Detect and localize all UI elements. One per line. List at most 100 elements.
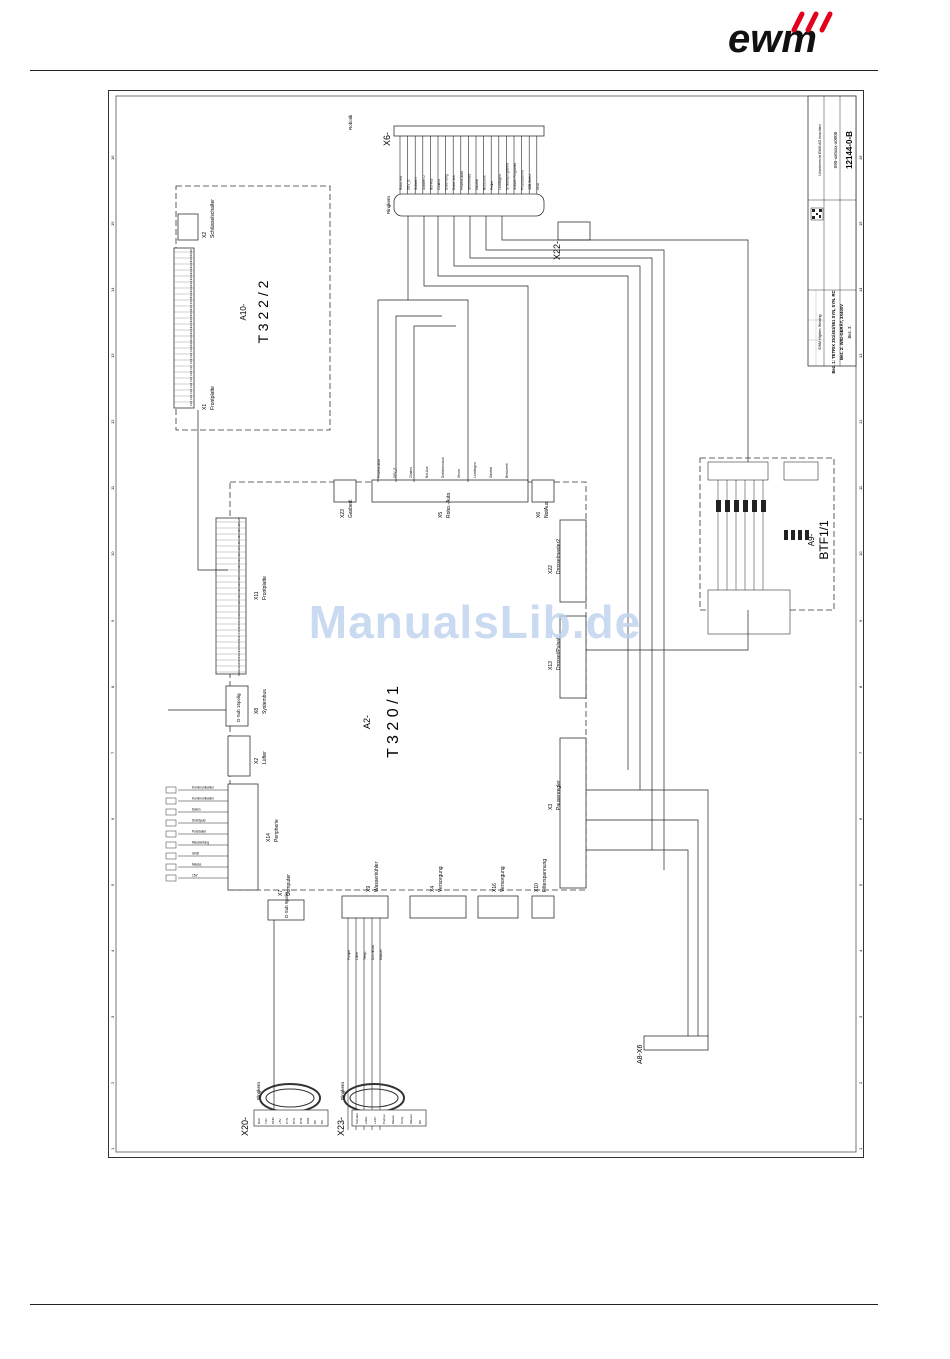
a9-diode xyxy=(784,530,788,540)
x22-label: Drosselmaster2 xyxy=(556,539,562,574)
x1-pin-label: X1/10 xyxy=(189,345,193,352)
x20-pin-label: RxD xyxy=(257,1117,261,1124)
x23-pin-label: Masse xyxy=(391,1115,395,1124)
x23b-ref: X23- xyxy=(336,1117,346,1136)
x11-pin-label: X11/8 xyxy=(237,627,241,634)
x8-ref: X8 xyxy=(254,708,260,714)
x23-pin-label: Temp. xyxy=(400,1116,404,1124)
a9-resistor xyxy=(725,500,730,512)
x6-signal-label: JOB-Select xyxy=(528,174,532,190)
x8-dsub: D-Sub 15polig xyxy=(236,693,241,722)
x20-pin-label: RTS xyxy=(292,1118,296,1124)
x1-pin-label: X1/8 xyxy=(189,358,193,364)
x16-connector xyxy=(477,895,519,919)
x11-pin-label: X11/18 xyxy=(237,565,241,574)
x6-signal-label: GND xyxy=(536,182,540,190)
wire-run xyxy=(586,610,749,651)
sheet-inner-frame xyxy=(115,95,857,1153)
x1-pin-label: X1/20 xyxy=(189,285,193,292)
x14-signal-label: Kommunikation xyxy=(192,786,214,790)
wire-run xyxy=(501,216,749,462)
model-line-2: Bez. 2: WIG-GERÄT, 3X400V xyxy=(839,304,844,360)
x8-systembus xyxy=(225,685,249,727)
x1-pin-label: X1/18 xyxy=(189,297,193,304)
x1-pin-label: X1/3 xyxy=(189,388,193,394)
grid-col-10: 10 xyxy=(110,551,115,556)
x20-ref: X20- xyxy=(240,1117,250,1136)
a9-ref: A9- xyxy=(807,533,816,546)
x1-pin-label: X1/26 xyxy=(189,249,193,256)
x2-ref: X2 xyxy=(202,232,208,238)
x16-ref: X16 xyxy=(492,883,498,892)
wire-run xyxy=(413,325,456,482)
x1-pin-label: X1/11 xyxy=(189,339,193,346)
x14-signal-label: 15V xyxy=(192,874,199,878)
x6-signal-label: Sollwert I xyxy=(414,177,418,190)
x14-terminal xyxy=(165,808,177,816)
x6-signal-label: Schweißprogramm xyxy=(505,163,509,190)
x6-top-ref: X6- xyxy=(382,132,392,146)
grid-col-8: 8 xyxy=(110,685,115,688)
a10-name: T 3 2 2 / 2 xyxy=(255,280,271,343)
x14-signal-lines: KommunikationKommunikationDatenDrahtpuls… xyxy=(165,786,228,882)
ringkern-label-x20: Ringkern xyxy=(256,1081,261,1100)
x1-pin-label: X1/24 xyxy=(189,261,193,268)
ringkern-x23 xyxy=(343,1083,405,1113)
x23-connector xyxy=(333,479,357,503)
wire-run xyxy=(437,216,629,770)
x6-signal-label: Draht rück xyxy=(452,175,456,190)
x14-terminal xyxy=(165,797,177,805)
x22-top-ref: X22- xyxy=(552,241,562,260)
x1-pin-label: X1/12 xyxy=(189,333,193,340)
x6-signal-label: Fehler xyxy=(490,180,494,190)
grid-col-r-14: 14 xyxy=(858,287,863,292)
wire-run xyxy=(586,849,689,1036)
grid-col-11: 11 xyxy=(110,485,115,490)
ewm-logo-text: ewm xyxy=(728,17,817,61)
x11-pin-label: X11/5 xyxy=(237,645,241,652)
x9-signal-label: Lüfter xyxy=(355,951,359,960)
x9-signal-label: Durchfluss xyxy=(371,945,375,960)
x23-pin-label: Pumpe xyxy=(382,1114,386,1124)
grid-col-r-2: 2 xyxy=(858,1081,863,1084)
x23-pin-label: +24V xyxy=(373,1117,377,1124)
x10-connector xyxy=(531,895,555,919)
module-a9: A9- BTF1/1 xyxy=(699,457,835,635)
wire-run xyxy=(586,819,699,1036)
x4-ref: X4 xyxy=(430,886,436,892)
x5-label: Robo.-Auto xyxy=(446,492,452,518)
x6-notaus-connector xyxy=(531,479,555,503)
grid-col-r-10: 10 xyxy=(858,551,863,556)
grid-col-4: 4 xyxy=(110,949,115,952)
grid-col-r-11: 11 xyxy=(858,485,863,490)
x14-signal-label: Drahtpuls xyxy=(192,819,206,823)
x11-pin-label: X11/26 xyxy=(237,517,241,526)
grid-col-r-3: 3 xyxy=(858,1015,863,1018)
x11-ref: X11 xyxy=(254,591,260,600)
x9-signal-label: Temp. xyxy=(363,951,367,960)
sheet-outer-frame xyxy=(108,90,864,1158)
x7-dsub: D-Sub 9polig xyxy=(284,891,289,918)
x1-pin-rows: X1/26X1/25X1/24X1/23X1/22X1/21X1/20X1/19… xyxy=(174,249,194,406)
x7-label: Computer xyxy=(286,874,292,896)
wire-run xyxy=(469,216,653,850)
x11-pin-label: X11/6 xyxy=(237,639,241,646)
module-a2: A2- T 3 2 0 / 1 xyxy=(229,481,587,891)
x5-signal-label: Prozess aktiv xyxy=(377,459,381,478)
grid-col-r-9: 9 xyxy=(858,619,863,622)
x1-pin-label: X1/2 xyxy=(189,394,193,400)
x14-terminal xyxy=(165,830,177,838)
grid-col-3: 3 xyxy=(110,1015,115,1018)
x6-signal-label: Zünden xyxy=(437,179,441,190)
x11-pin-label: X11/1 xyxy=(237,669,241,676)
x9-ref: X9 xyxy=(366,886,372,892)
x1-pin-label: X1/7 xyxy=(189,364,193,370)
x5-signal-label: Zünden xyxy=(409,467,413,478)
grid-col-6: 6 xyxy=(110,817,115,820)
x5-signal-label: Drahtvorschub xyxy=(441,457,445,478)
x22-ref: X22 xyxy=(548,565,554,574)
